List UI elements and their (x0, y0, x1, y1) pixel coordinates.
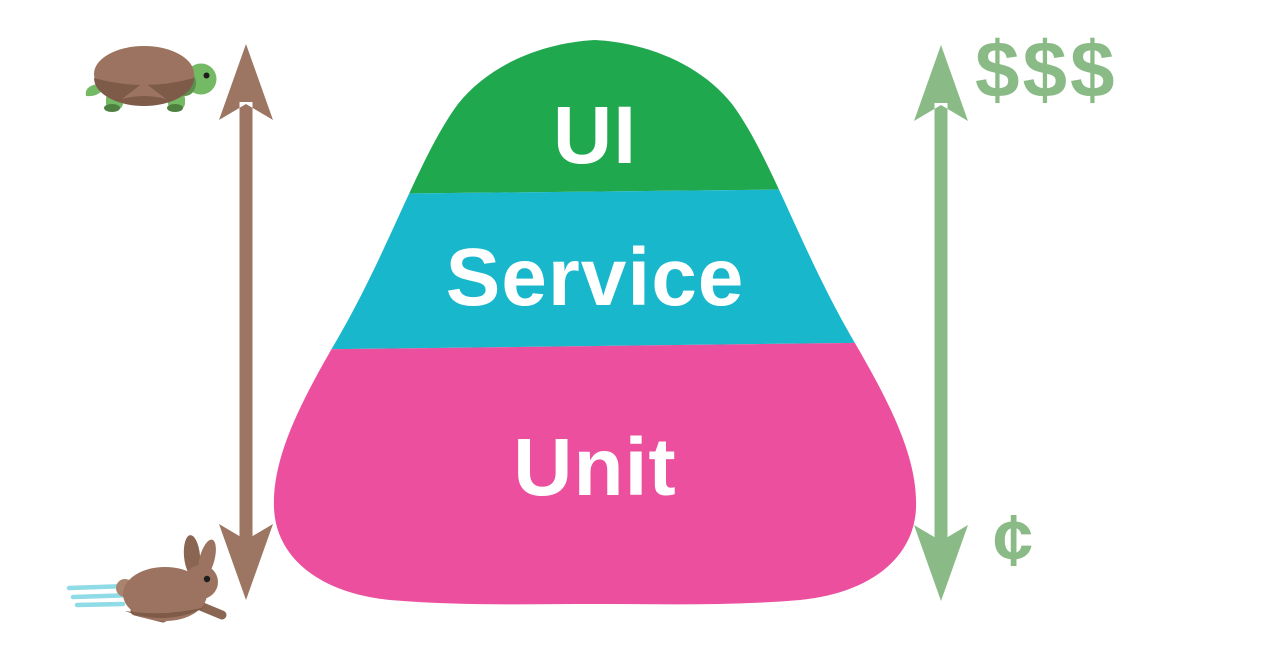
hare-icon (66, 535, 227, 623)
cost-high-label: $$$ (975, 25, 1118, 114)
cost-low-label: ¢ (993, 501, 1034, 581)
test-pyramid: UI Service Unit (273, 40, 917, 605)
layer-label-ui: UI (553, 90, 637, 181)
tortoise-icon (85, 46, 217, 112)
pyramid-layer-service (273, 188, 917, 350)
speed-arrow (219, 44, 273, 600)
pyramid-layer-unit (273, 342, 917, 605)
layer-label-service: Service (446, 232, 745, 323)
layer-label-unit: Unit (513, 422, 676, 513)
cost-arrow (914, 45, 968, 601)
